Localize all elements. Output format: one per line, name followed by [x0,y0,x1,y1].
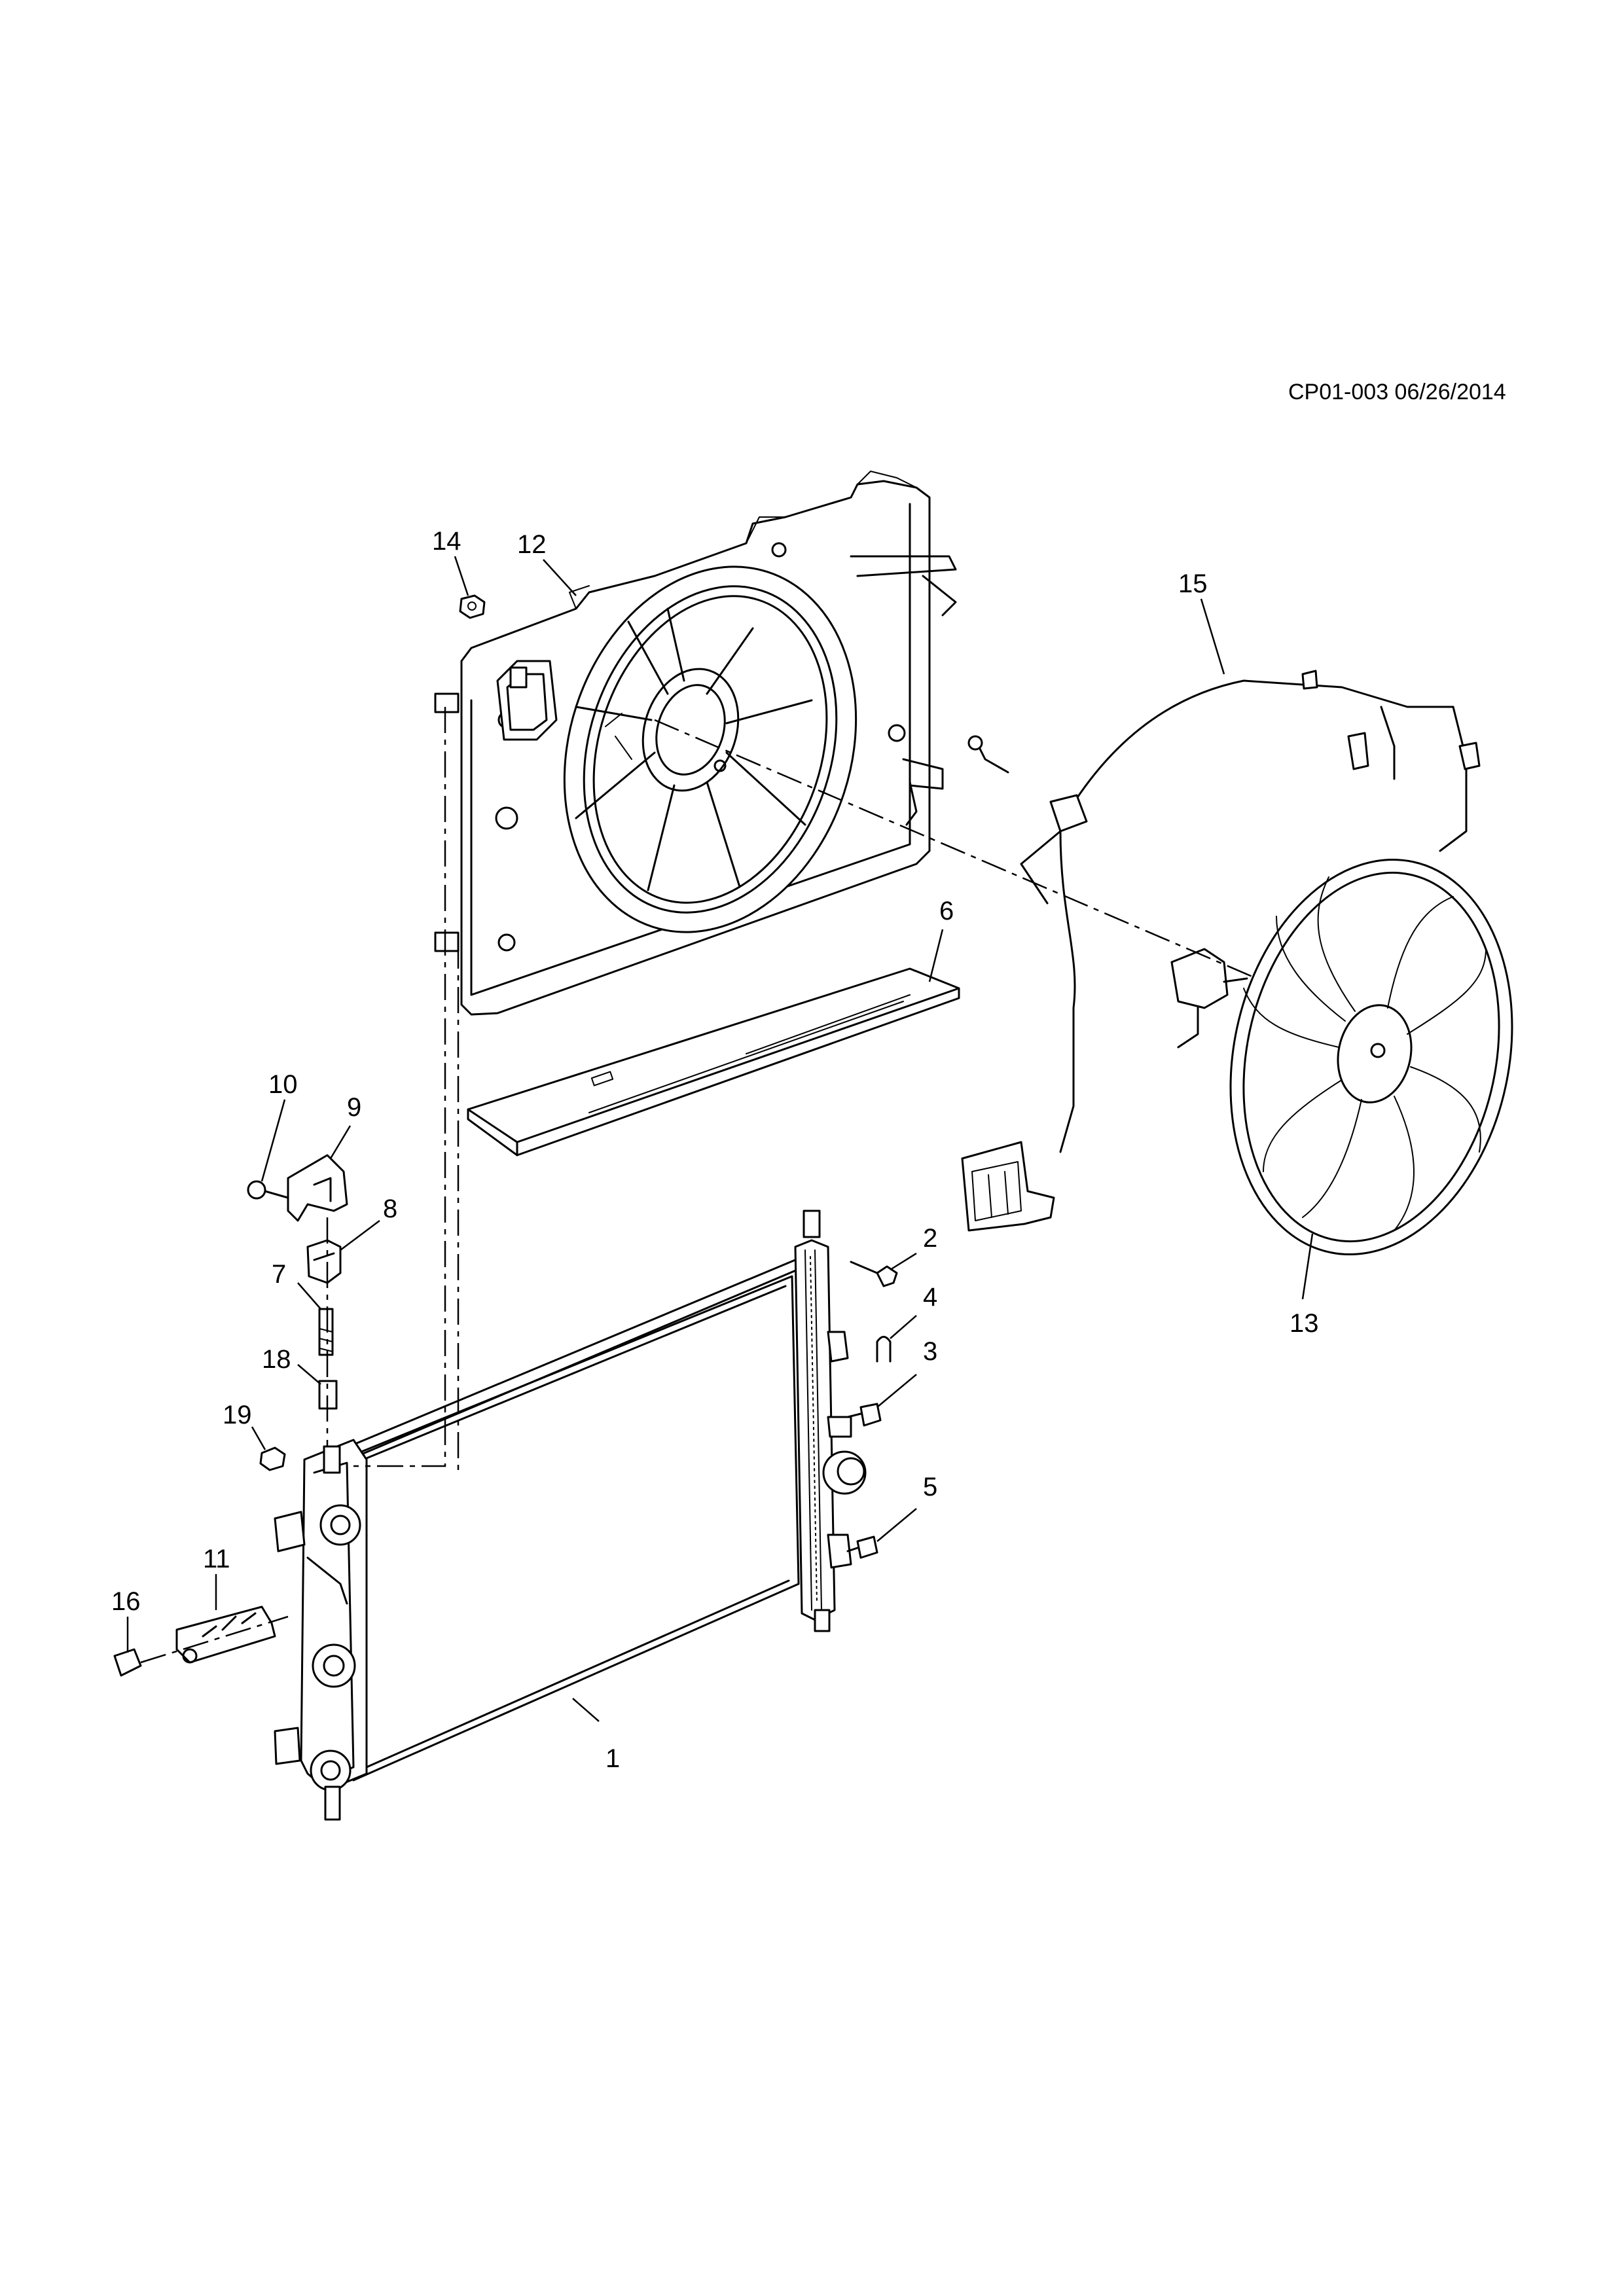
callout-4: 4 [923,1283,937,1312]
leader-10 [261,1099,286,1182]
callout-7: 7 [272,1260,286,1289]
alignment-line-bracket [140,1615,289,1664]
leader-1 [572,1698,600,1722]
callout-10: 10 [268,1070,298,1099]
callout-5: 5 [923,1473,937,1501]
part-6-seal-strip [467,967,960,1157]
leader-8 [340,1220,380,1251]
alignment-line-shroud-fan [654,719,1257,980]
part-4-clip [876,1336,892,1363]
leader-5 [876,1508,917,1542]
leader-18 [297,1364,321,1385]
leader-4 [890,1315,917,1339]
callout-8: 8 [383,1194,397,1223]
part-16-clip [113,1648,142,1677]
callout-3: 3 [923,1337,937,1366]
leader-15 [1200,598,1225,675]
part-7-bolt [318,1308,334,1356]
part-14-nut [459,594,486,619]
radiator [274,1210,867,1821]
leader-7 [297,1282,321,1310]
callout-16: 16 [111,1587,141,1616]
part-8-grommet [306,1239,342,1284]
leader-12 [543,559,577,596]
part-2-bolt [850,1261,898,1287]
diagram-reference: CP01-003 06/26/2014 [1288,380,1506,404]
callout-9: 9 [347,1093,361,1122]
part-5-plug [846,1535,878,1559]
fan-shroud [434,471,957,1016]
callout-2: 2 [923,1224,937,1253]
part-19-nut [259,1446,286,1471]
leader-19 [251,1426,266,1450]
callout-15: 15 [1178,569,1208,598]
part-11-bracket [175,1605,276,1664]
callout-6: 6 [939,897,954,925]
callout-13: 13 [1290,1309,1319,1338]
callout-1: 1 [605,1744,620,1773]
callout-14: 14 [432,527,461,556]
callout-18: 18 [262,1345,291,1374]
part-3-drain-plug [846,1403,882,1427]
part-13-cooling-fan [1170,858,1513,1256]
callout-11: 11 [203,1545,230,1573]
leader-9 [329,1125,352,1159]
leader-2 [890,1252,917,1271]
part-9-bracket [287,1154,348,1222]
part-15-wiring-harness [961,670,1481,1232]
leader-13 [1301,1233,1314,1300]
callout-12: 12 [517,530,547,559]
leader-14 [454,556,469,596]
alignment-line-shroud-left [353,707,446,1467]
part-10-screw [247,1180,289,1200]
callout-19: 19 [223,1401,252,1429]
leader-3 [876,1374,917,1408]
leader-6 [928,929,944,982]
